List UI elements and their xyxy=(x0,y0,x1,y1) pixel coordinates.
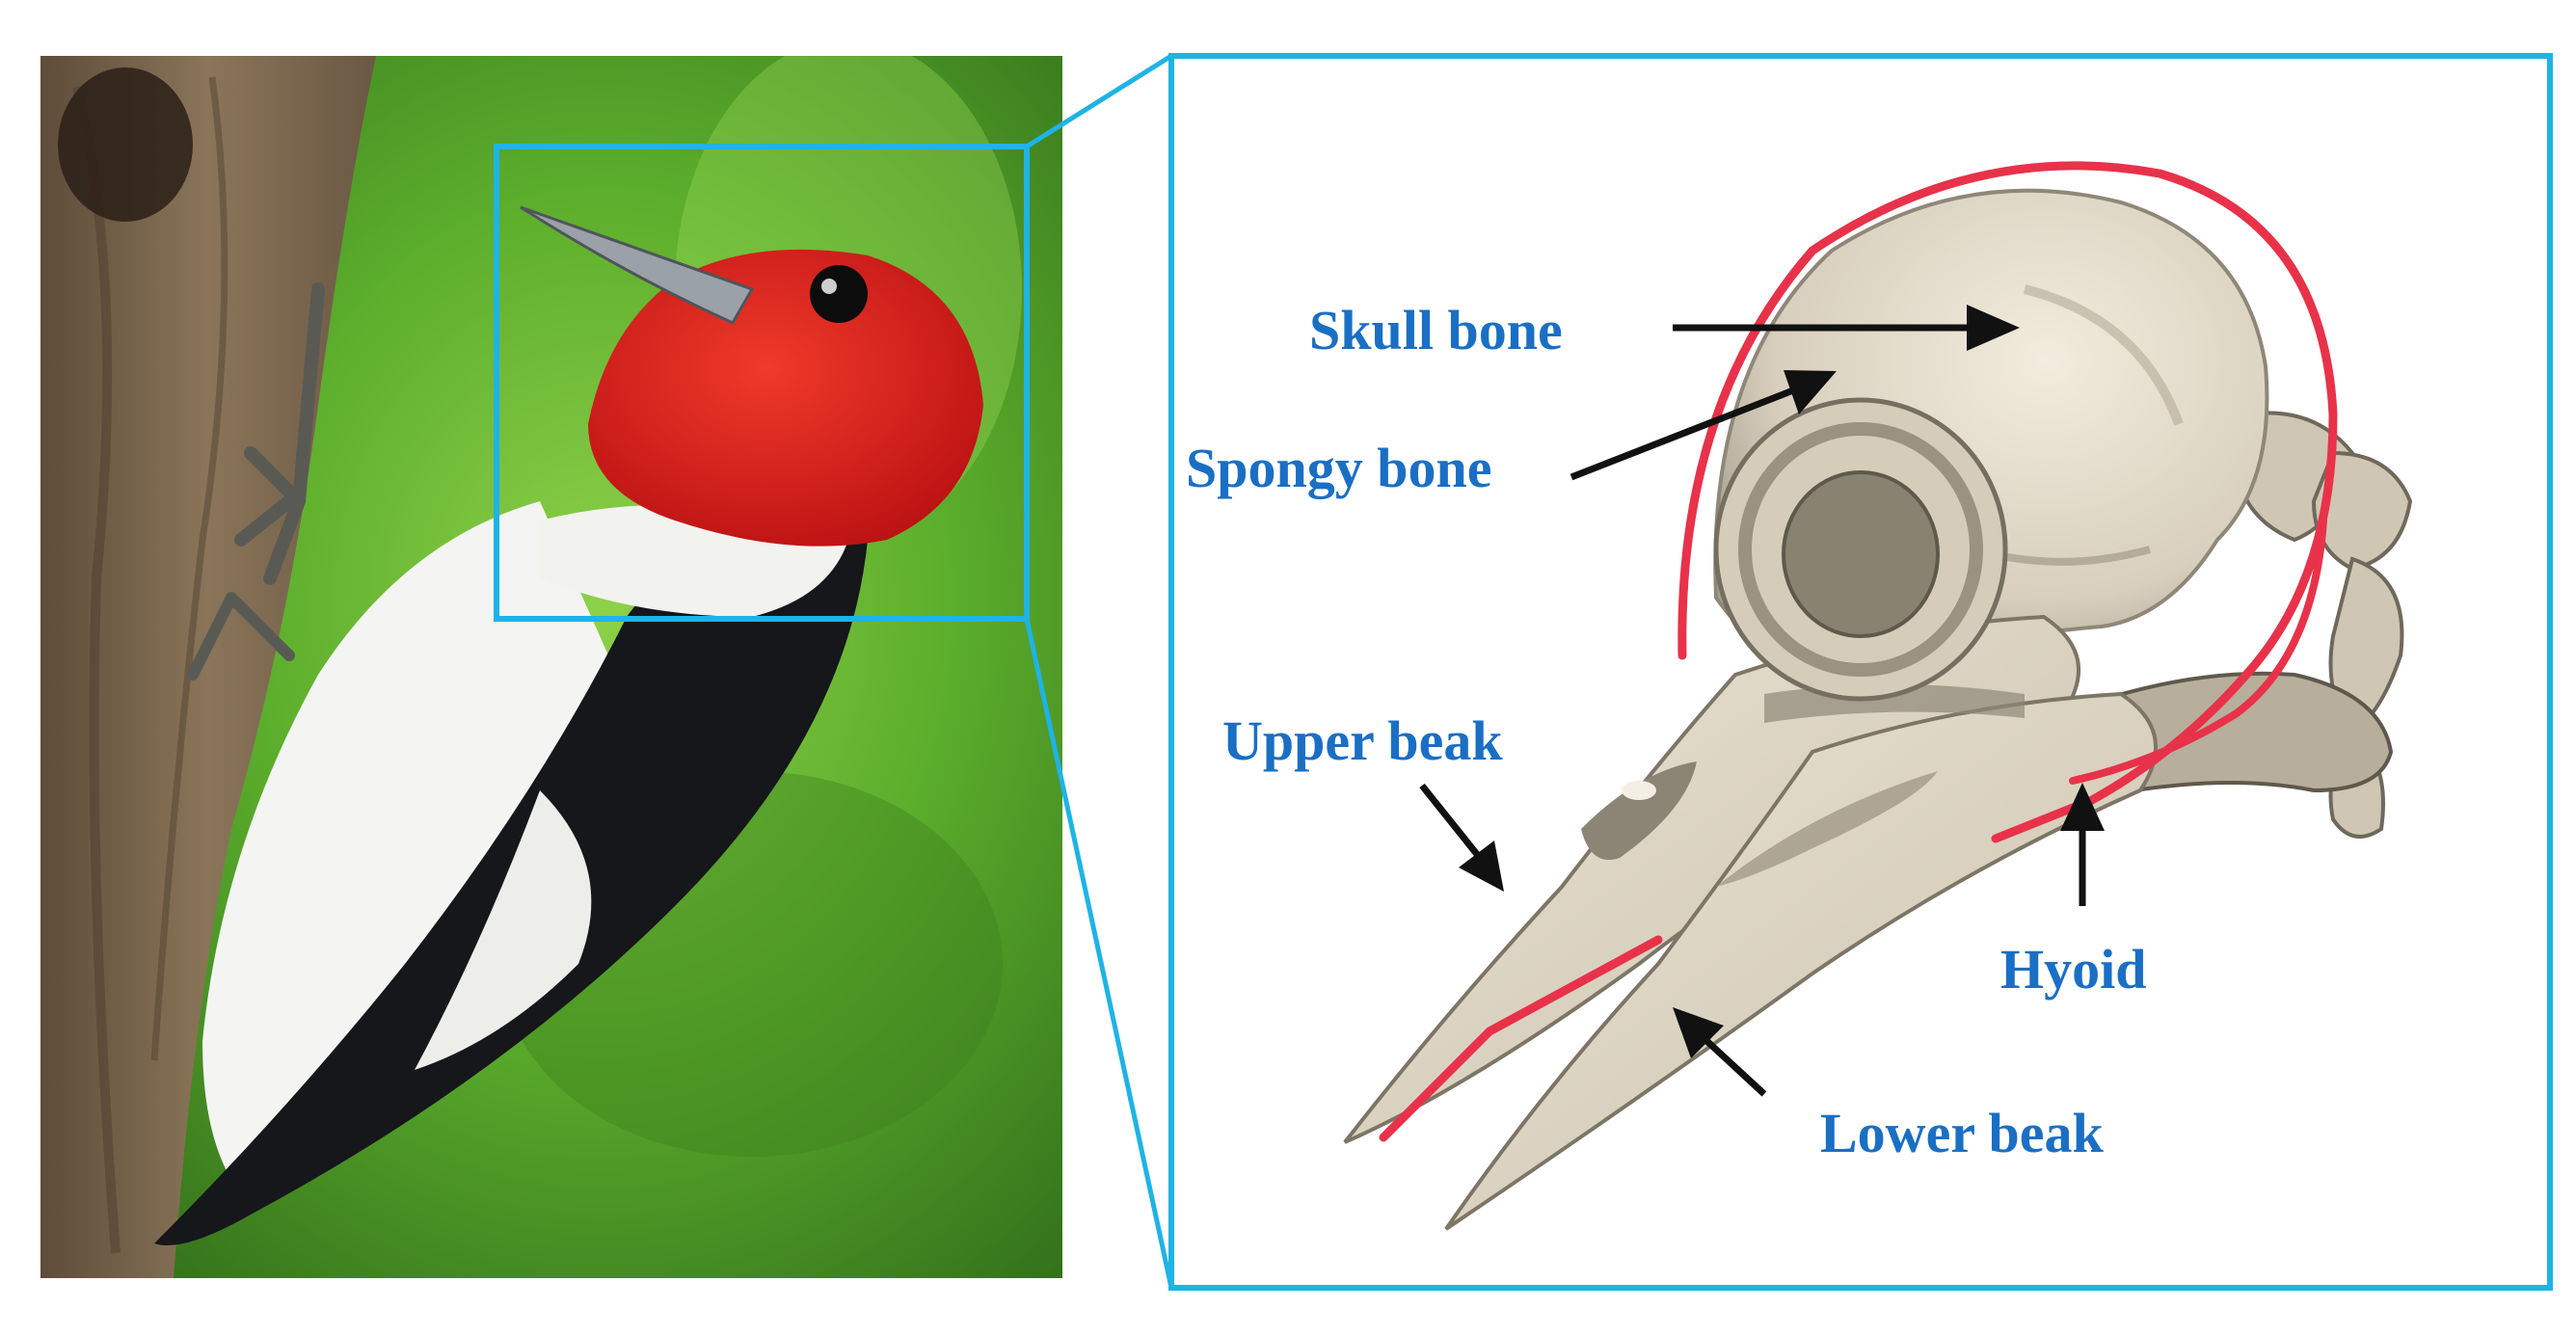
tree-trunk xyxy=(40,56,376,1278)
hyoid-outline-skull xyxy=(1677,161,2338,843)
spongy-bone-label: Spongy bone xyxy=(1186,437,1492,499)
woodpecker-beak xyxy=(520,205,755,325)
annotation-labels: Skull bone Spongy bone Upper beak Hyoid … xyxy=(1186,299,2147,1164)
lower-beak-outline xyxy=(1379,935,1663,1142)
lower-beak-label: Lower beak xyxy=(1820,1102,2105,1164)
upper-beak-label: Upper beak xyxy=(1222,709,1503,772)
hyoid-outline-inner xyxy=(2069,517,2327,785)
lower-beak-arrowhead xyxy=(1673,1007,1724,1058)
tree-hole xyxy=(58,67,193,222)
woodpecker-eye xyxy=(810,265,868,323)
lower-beak xyxy=(1444,691,2158,1231)
skull-bone-label: Skull bone xyxy=(1309,299,1563,361)
skull-bone-arrowhead xyxy=(1967,305,2020,351)
woodpecker-photo xyxy=(40,56,1062,1278)
lower-beak-arrow xyxy=(1699,1033,1767,1097)
upper-beak-arrow xyxy=(1419,783,1483,861)
hyoid-arrowhead xyxy=(2060,783,2105,831)
spongy-bone-arrowhead xyxy=(1784,370,1837,414)
zoom-connector-top xyxy=(1025,53,1173,149)
woodpecker-head xyxy=(588,249,983,547)
annotation-arrows xyxy=(1419,305,2105,1097)
woodpecker xyxy=(154,205,983,1245)
eye-socket xyxy=(1713,397,2008,702)
zoom-connector-bottom xyxy=(1024,618,1174,1289)
skull-illustration xyxy=(1343,188,2413,1231)
spongy-bone-arrow xyxy=(1570,387,1795,481)
upper-beak-arrowhead xyxy=(1459,841,1504,892)
hyoid-label: Hyoid xyxy=(2000,938,2147,1001)
zoom-selection-box xyxy=(494,144,1030,622)
